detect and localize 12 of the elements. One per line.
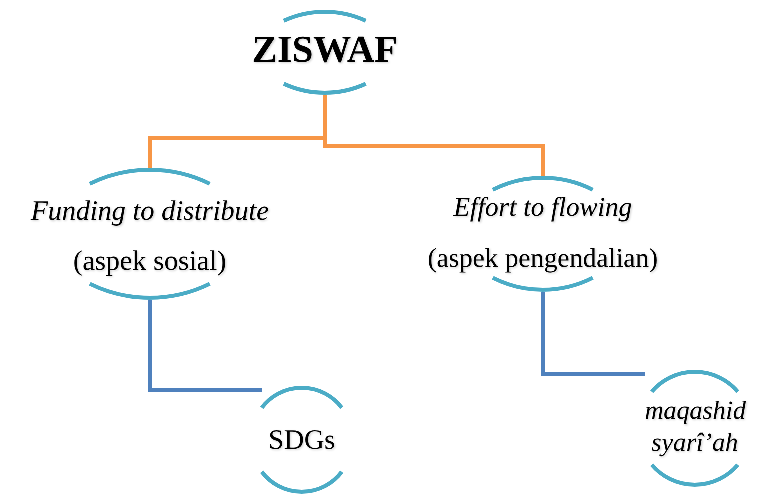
node-label: maqashid syarî’ah <box>645 395 745 459</box>
node-label: ZISWAF <box>251 28 399 73</box>
connector-line <box>148 300 262 392</box>
node-label: Effort to flowing <box>452 191 634 224</box>
connector-line <box>323 95 545 176</box>
arc-bracket-node <box>262 386 342 494</box>
node-label: (aspek pengendalian) <box>426 242 660 275</box>
node-label: (aspek sosial) <box>72 245 228 279</box>
connector-line <box>541 292 645 376</box>
node-label: SDGs <box>268 424 336 458</box>
node-label: Funding to distribute <box>30 195 270 229</box>
arc-bracket-node <box>645 370 745 487</box>
